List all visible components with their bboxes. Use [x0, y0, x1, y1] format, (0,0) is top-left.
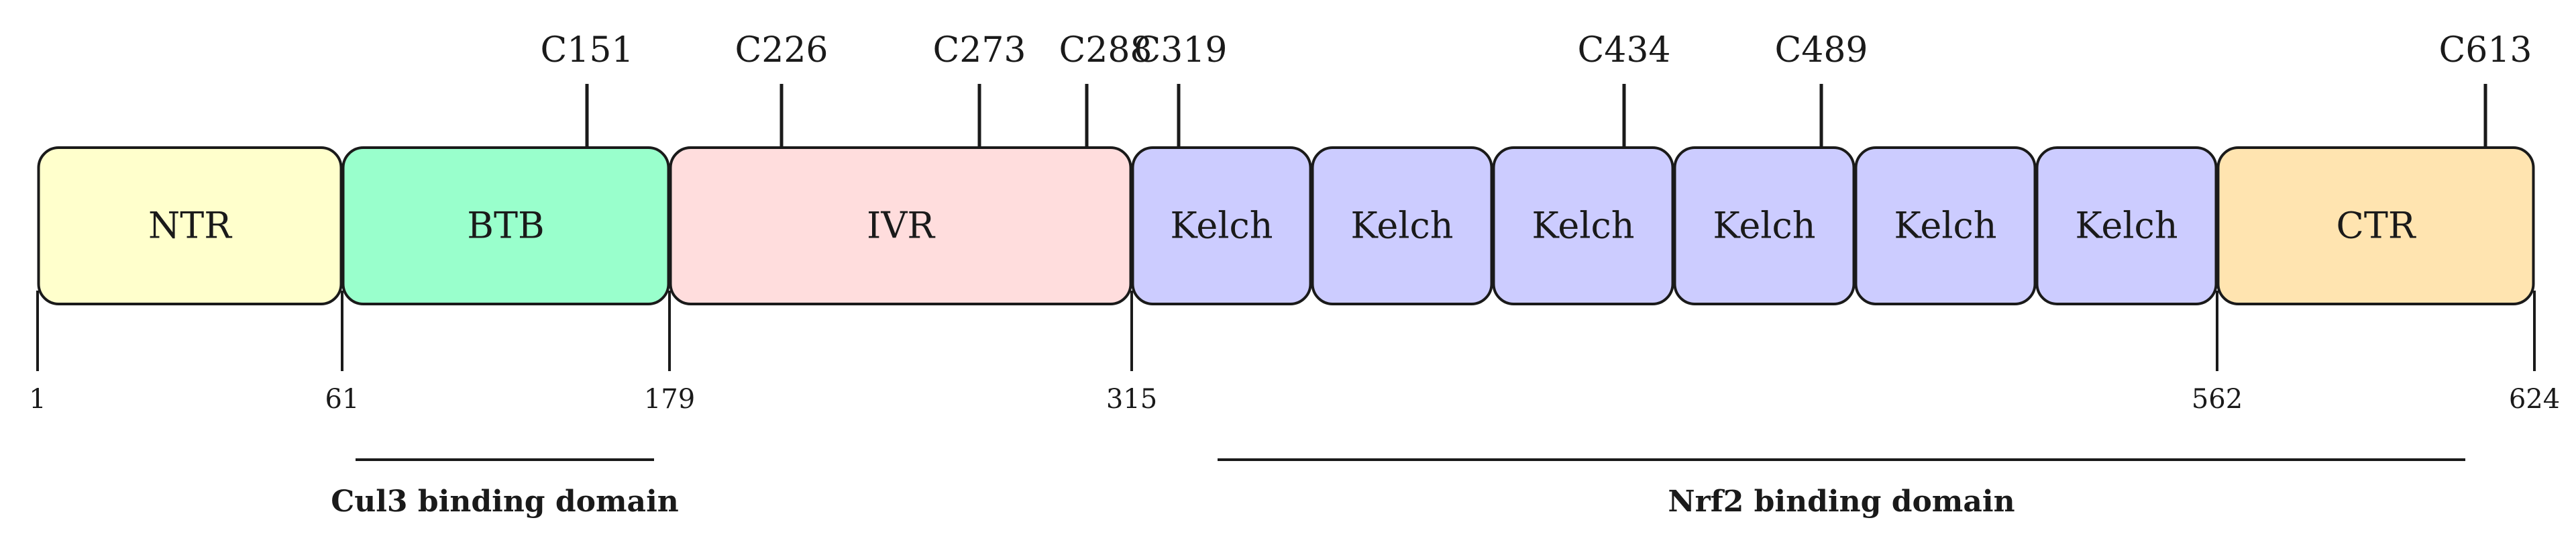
- position-179: 179: [644, 291, 695, 415]
- domain-label: Kelch: [1350, 205, 1453, 247]
- cysteine-C226: C226: [735, 30, 828, 148]
- position-label: 624: [2509, 384, 2560, 415]
- domain-box: [1311, 146, 1493, 305]
- domain-label: IVR: [867, 205, 935, 247]
- cysteine-C288: C288: [1059, 30, 1152, 148]
- domain-box: [1131, 146, 1312, 305]
- domain-boxes: NTR BTB IVR Kelch Kelch Kelch Kelch Kelch Kelch C…: [37, 146, 2535, 305]
- position-562: 562: [2192, 291, 2243, 415]
- cysteine-label: C434: [1577, 30, 1670, 70]
- domain-label: Kelch: [2075, 205, 2178, 247]
- binding-domain-label: Cul3 binding domain: [331, 485, 679, 519]
- domain-box: [1492, 146, 1674, 305]
- domain-ntr-0: NTR: [37, 146, 343, 305]
- domain-label: Kelch: [1532, 205, 1634, 247]
- domain-ctr-9: CTR: [2216, 146, 2535, 305]
- cysteine-label: C489: [1774, 30, 1868, 70]
- domain-kelch-4: Kelch: [1311, 146, 1493, 305]
- cysteine-label: C273: [932, 30, 1026, 70]
- position-624: 624: [2509, 291, 2560, 415]
- domain-box: [669, 146, 1132, 305]
- domain-label: Kelch: [1894, 205, 1996, 247]
- position-61: 61: [325, 291, 360, 415]
- domain-btb-1: BTB: [341, 146, 670, 305]
- cysteine-C273: C273: [932, 30, 1026, 148]
- binding-domain-label: Nrf2 binding domain: [1668, 485, 2015, 519]
- position-label: 179: [644, 384, 695, 415]
- cysteine-label: C319: [1134, 30, 1227, 70]
- cysteine-label: C288: [1059, 30, 1152, 70]
- position-label: 61: [325, 384, 360, 415]
- domain-label: CTR: [2337, 205, 2416, 247]
- cysteine-label: C226: [735, 30, 828, 70]
- position-315: 315: [1106, 291, 1157, 415]
- cysteine-C434: C434: [1577, 30, 1671, 148]
- domain-kelch-5: Kelch: [1492, 146, 1674, 305]
- cysteine-C489: C489: [1774, 30, 1868, 148]
- domain-box: [341, 146, 670, 305]
- position-label: 562: [2192, 384, 2243, 415]
- domain-box: [1854, 146, 2037, 305]
- domain-box: [2216, 146, 2535, 305]
- domain-ivr-2: IVR: [669, 146, 1132, 305]
- binding-domains: Cul3 binding domain Nrf2 binding domain: [331, 458, 2465, 519]
- domain-kelch-3: Kelch: [1131, 146, 1312, 305]
- cysteine-C319: C319: [1134, 30, 1228, 148]
- domain-kelch-6: Kelch: [1673, 146, 1856, 305]
- domain-box: [1673, 146, 1856, 305]
- position-markers: 1 61 179 315 562 624: [29, 291, 2560, 415]
- domain-label: Kelch: [1713, 205, 1815, 247]
- domain-label: BTB: [467, 205, 544, 247]
- position-1: 1: [29, 291, 46, 415]
- cysteine-label: C151: [540, 30, 633, 70]
- domain-label: NTR: [148, 205, 232, 247]
- domain-label: Kelch: [1170, 205, 1273, 247]
- domain-box: [37, 146, 343, 305]
- position-label: 1: [29, 384, 46, 415]
- domain-kelch-7: Kelch: [1854, 146, 2037, 305]
- cysteine-label: C613: [2438, 30, 2532, 70]
- domain-kelch-8: Kelch: [2035, 146, 2218, 305]
- cysteine-C151: C151: [540, 30, 634, 148]
- binding-domain-1: Nrf2 binding domain: [1218, 458, 2465, 519]
- binding-domain-0: Cul3 binding domain: [331, 458, 679, 519]
- cysteine-C613: C613: [2438, 30, 2532, 148]
- position-label: 315: [1106, 384, 1157, 415]
- domain-box: [2035, 146, 2218, 305]
